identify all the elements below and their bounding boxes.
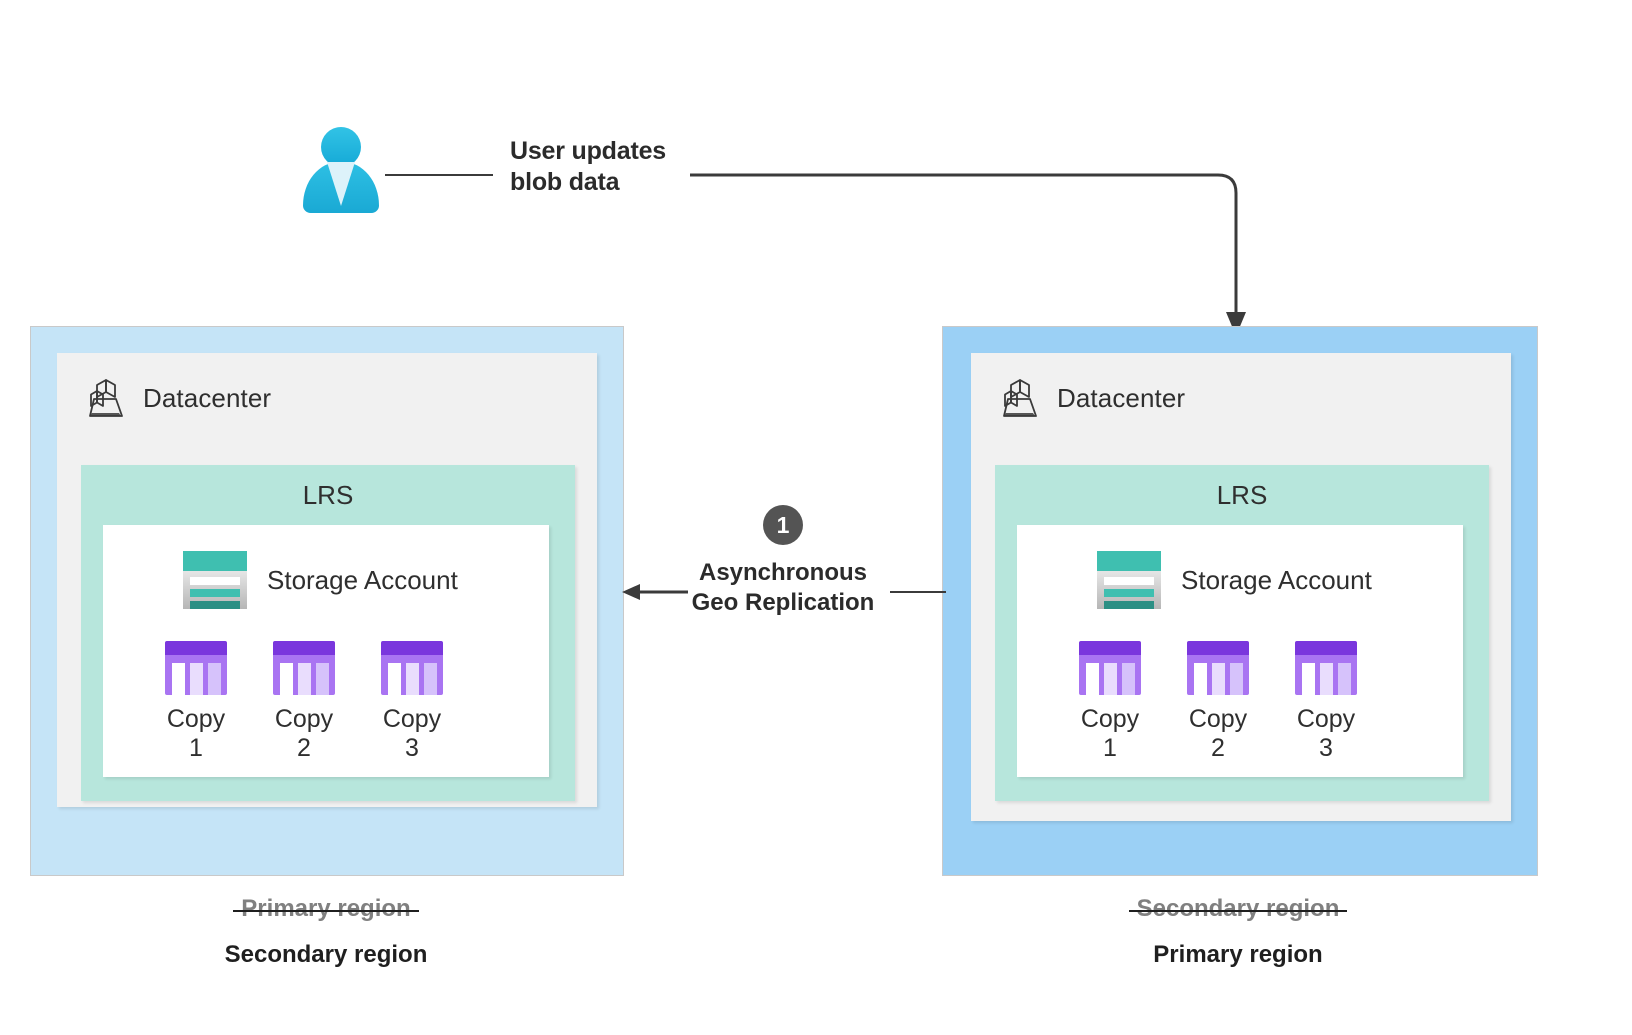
replication-label-line1: Asynchronous	[698, 559, 868, 586]
region-box-left: Datacenter LRS Storage Account	[30, 326, 624, 876]
blob-copy-icon	[273, 641, 335, 695]
user-collar	[327, 162, 355, 206]
replication-arrow-left	[622, 584, 688, 600]
blob-copy-icon	[1295, 641, 1357, 695]
storage-account-icon	[1097, 551, 1161, 609]
lrs-label: LRS	[302, 480, 354, 510]
copy-label: Copy 1	[166, 705, 226, 762]
datacenter-header-right: Datacenter	[997, 375, 1185, 421]
copy-item: Copy 3	[1291, 641, 1361, 763]
datacenter-label: Datacenter	[1057, 382, 1186, 413]
replication-label: Asynchronous Geo Replication	[668, 558, 898, 618]
copy-item: Copy 2	[1183, 641, 1253, 763]
datacenter-icon	[1003, 379, 1037, 417]
lrs-panel-right: LRS Storage Account	[995, 465, 1489, 801]
region-caption-struck: Secondary region	[1128, 892, 1348, 927]
datacenter-panel-right: Datacenter LRS Storage Account	[971, 353, 1511, 821]
storage-account-row-right: Storage Account	[1097, 551, 1372, 609]
datacenter-panel-left: Datacenter LRS Storage Account	[57, 353, 597, 807]
region-box-right: Datacenter LRS Storage Account	[942, 326, 1538, 876]
blob-copy-icon	[1079, 641, 1141, 695]
blob-copy-icon	[165, 641, 227, 695]
region-caption-struck: Primary region	[233, 892, 420, 927]
storage-account-row-left: Storage Account	[183, 551, 458, 609]
copy-label: Copy 1	[1080, 705, 1140, 762]
region-caption-right: Secondary region Primary region	[942, 892, 1534, 970]
copy-item: Copy 3	[377, 641, 447, 763]
copy-label: Copy 2	[274, 705, 334, 762]
datacenter-header-left: Datacenter	[83, 375, 271, 421]
copy-item: Copy 1	[161, 641, 231, 763]
user-icon	[303, 127, 379, 213]
copy-label: Copy 3	[1296, 705, 1356, 762]
user-action-label-line1: User updates	[510, 137, 666, 165]
storage-account-icon	[183, 551, 247, 609]
copy-item: Copy 2	[269, 641, 339, 763]
user-head	[321, 127, 361, 167]
region-caption-current: Primary region	[1153, 940, 1323, 968]
storage-card-left: Storage Account Copy 1	[103, 525, 549, 777]
datacenter-icon	[89, 379, 123, 417]
blob-copy-icon	[1187, 641, 1249, 695]
storage-card-right: Storage Account Copy 1	[1017, 525, 1463, 777]
copy-label: Copy 2	[1188, 705, 1248, 762]
copy-label: Copy 3	[382, 705, 442, 762]
copies-row-right: Copy 1 Copy 2 Copy 3	[1075, 641, 1361, 763]
user-connector-line	[385, 174, 493, 176]
replication-line-right	[890, 591, 946, 593]
storage-account-label: Storage Account	[267, 564, 458, 595]
user-to-primary-arrow	[690, 173, 1246, 336]
step-number-badge: 1	[763, 505, 803, 545]
lrs-panel-left: LRS Storage Account	[81, 465, 575, 801]
blob-copy-icon	[381, 641, 443, 695]
datacenter-label: Datacenter	[143, 382, 272, 413]
region-caption-left: Primary region Secondary region	[30, 892, 622, 970]
region-caption-current: Secondary region	[224, 940, 428, 968]
replication-label-line2: Geo Replication	[691, 589, 875, 616]
storage-account-label: Storage Account	[1181, 564, 1372, 595]
copies-row-left: Copy 1 Copy 2 Copy 3	[161, 641, 447, 763]
copy-item: Copy 1	[1075, 641, 1145, 763]
lrs-label: LRS	[1216, 480, 1268, 510]
user-action-label-line2: blob data	[510, 167, 620, 196]
user-action-label: User updates blob data	[510, 136, 700, 197]
